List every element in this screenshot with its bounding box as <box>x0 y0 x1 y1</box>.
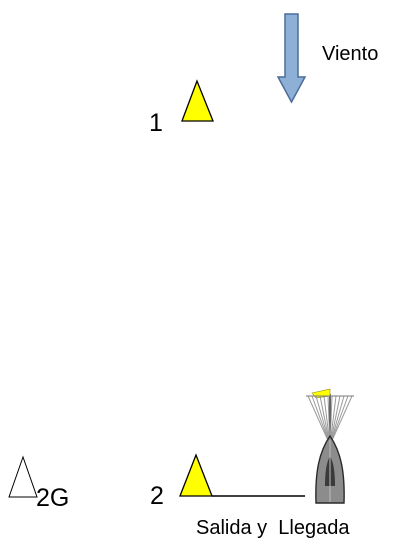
mark-1-buoy-icon <box>182 81 213 121</box>
wind-label: Viento <box>322 44 378 64</box>
committee-boat-icon <box>306 389 354 503</box>
mark-2g-label: 2G <box>36 486 69 511</box>
mark-2g-buoy-icon <box>9 457 37 497</box>
mark-2-label: 2 <box>150 484 164 509</box>
mark-2-buoy-icon <box>180 455 212 496</box>
down-arrow-icon <box>278 14 305 102</box>
start-finish-label: Salida y Llegada <box>196 518 349 538</box>
mark-1-label: 1 <box>149 111 163 136</box>
